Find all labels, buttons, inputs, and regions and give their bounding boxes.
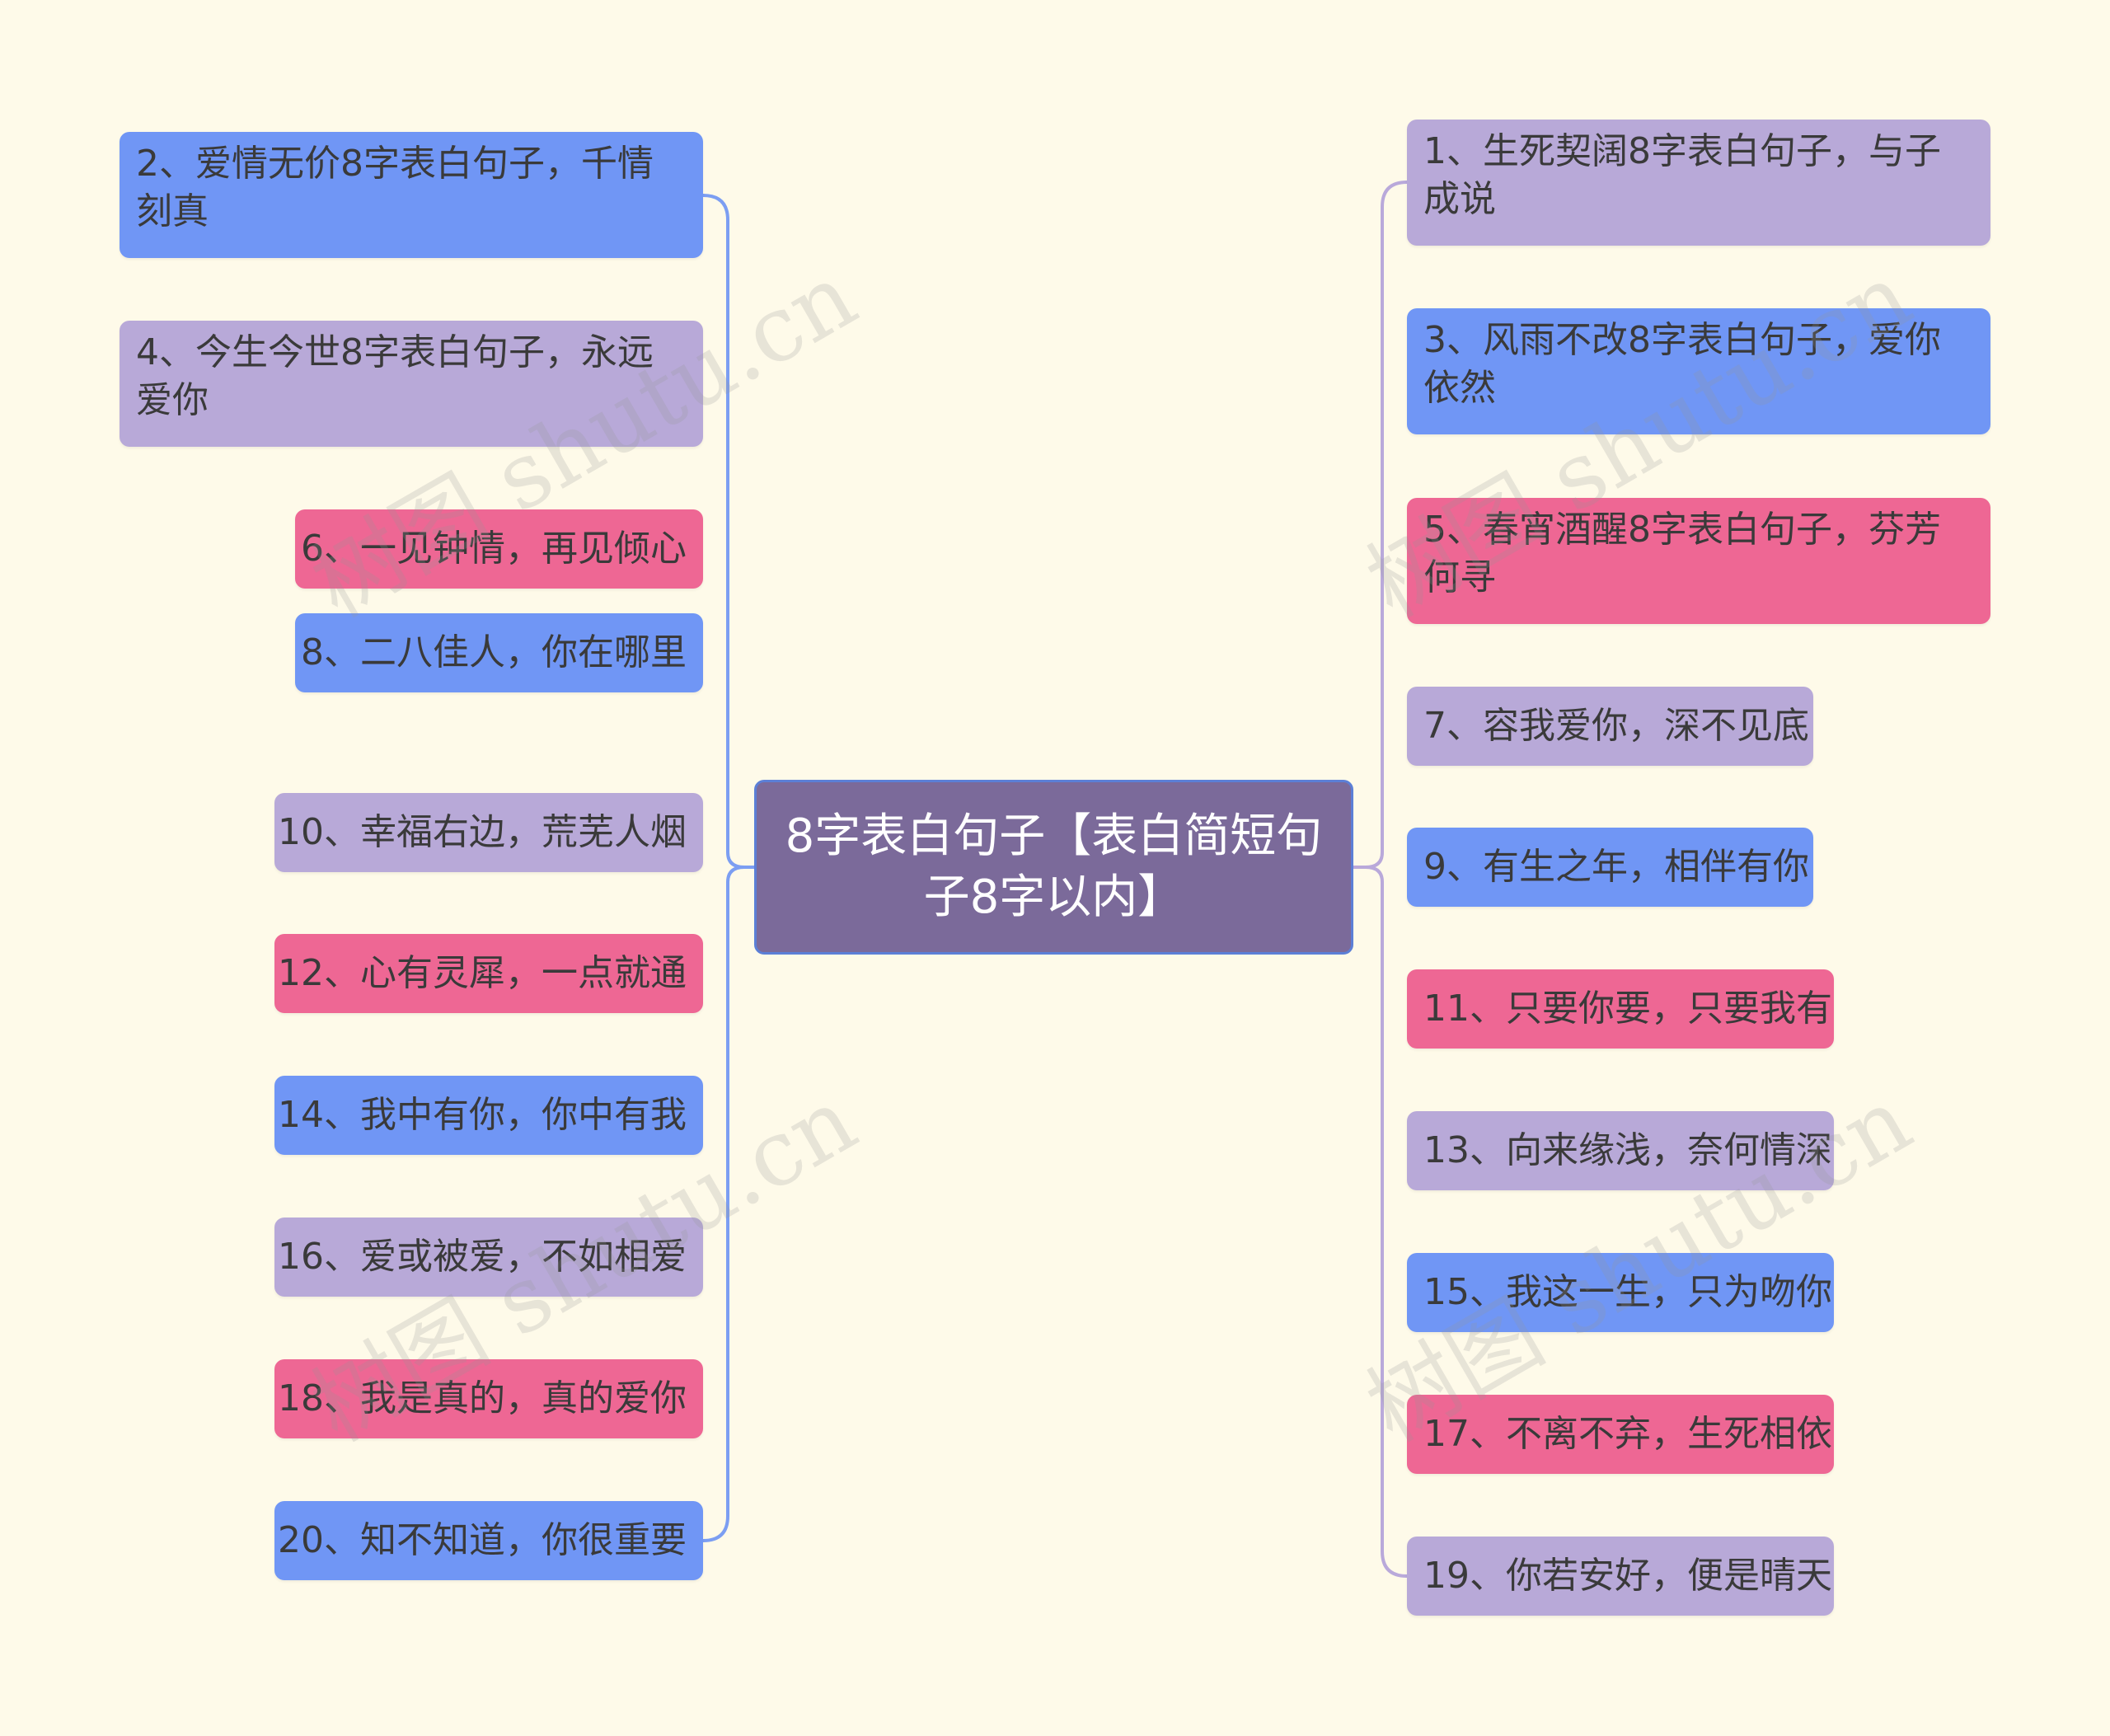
node-label: 10、幸福右边，荒芜人烟 bbox=[278, 811, 687, 853]
right-node-7[interactable]: 13、向来缘浅，奈何情深 bbox=[1407, 1111, 1834, 1190]
node-label: 12、心有灵犀，一点就通 bbox=[278, 952, 687, 994]
right-node-10[interactable]: 19、你若安好，便是晴天 bbox=[1407, 1537, 1834, 1616]
node-label: 11、只要你要，只要我有 bbox=[1423, 988, 1832, 1030]
left-node-8[interactable]: 16、爱或被爱，不如相爱 bbox=[274, 1218, 703, 1297]
right-node-4[interactable]: 7、容我爱你，深不见底 bbox=[1407, 687, 1813, 766]
node-label: 6、一见钟情，再见倾心 bbox=[301, 528, 687, 570]
left-node-10[interactable]: 20、知不知道，你很重要 bbox=[274, 1501, 703, 1580]
node-label: 1、生死契阔8字表白句子，与子成说 bbox=[1423, 130, 1941, 220]
node-label: 14、我中有你，你中有我 bbox=[278, 1094, 687, 1136]
left-node-1[interactable]: 2、爱情无价8字表白句子，千情刻真 bbox=[120, 132, 703, 258]
central-topic-label: 8字表白句子【表白简短句子8字以内】 bbox=[785, 809, 1323, 924]
node-label: 5、春宵酒醒8字表白句子，芬芳何寻 bbox=[1423, 509, 1941, 598]
node-label: 15、我这一生，只为吻你 bbox=[1423, 1271, 1832, 1313]
left-node-2[interactable]: 4、今生今世8字表白句子，永远爱你 bbox=[120, 321, 703, 447]
node-label: 7、容我爱你，深不见底 bbox=[1423, 705, 1809, 747]
right-node-1[interactable]: 1、生死契阔8字表白句子，与子成说 bbox=[1407, 120, 1990, 246]
central-topic[interactable]: 8字表白句子【表白简短句子8字以内】 bbox=[754, 780, 1353, 955]
node-label: 8、二八佳人，你在哪里 bbox=[301, 631, 687, 673]
node-label: 18、我是真的，真的爱你 bbox=[278, 1377, 687, 1419]
right-node-8[interactable]: 15、我这一生，只为吻你 bbox=[1407, 1253, 1834, 1332]
right-node-2[interactable]: 3、风雨不改8字表白句子，爱你依然 bbox=[1407, 308, 1990, 434]
right-bracket-line bbox=[1365, 181, 1409, 1578]
right-node-5[interactable]: 9、有生之年，相伴有你 bbox=[1407, 828, 1813, 907]
node-label: 9、有生之年，相伴有你 bbox=[1423, 846, 1809, 888]
right-node-3[interactable]: 5、春宵酒醒8字表白句子，芬芳何寻 bbox=[1407, 498, 1990, 624]
node-label: 20、知不知道，你很重要 bbox=[278, 1519, 687, 1561]
node-label: 2、爱情无价8字表白句子，千情刻真 bbox=[136, 143, 654, 232]
node-label: 4、今生今世8字表白句子，永远爱你 bbox=[136, 331, 654, 421]
node-label: 19、你若安好，便是晴天 bbox=[1423, 1555, 1832, 1597]
left-node-6[interactable]: 12、心有灵犀，一点就通 bbox=[274, 934, 703, 1013]
node-label: 16、爱或被爱，不如相爱 bbox=[278, 1236, 687, 1278]
right-node-9[interactable]: 17、不离不弃，生死相依 bbox=[1407, 1395, 1834, 1474]
right-node-6[interactable]: 11、只要你要，只要我有 bbox=[1407, 969, 1834, 1049]
left-node-4[interactable]: 8、二八佳人，你在哪里 bbox=[295, 613, 703, 692]
left-node-5[interactable]: 10、幸福右边，荒芜人烟 bbox=[274, 793, 703, 872]
left-node-7[interactable]: 14、我中有你，你中有我 bbox=[274, 1076, 703, 1155]
node-label: 3、风雨不改8字表白句子，爱你依然 bbox=[1423, 319, 1941, 409]
left-node-3[interactable]: 6、一见钟情，再见倾心 bbox=[295, 509, 703, 589]
node-label: 13、向来缘浅，奈何情深 bbox=[1423, 1129, 1832, 1171]
node-label: 17、不离不弃，生死相依 bbox=[1423, 1413, 1832, 1455]
left-bracket-line bbox=[701, 194, 745, 1542]
left-node-9[interactable]: 18、我是真的，真的爱你 bbox=[274, 1359, 703, 1438]
